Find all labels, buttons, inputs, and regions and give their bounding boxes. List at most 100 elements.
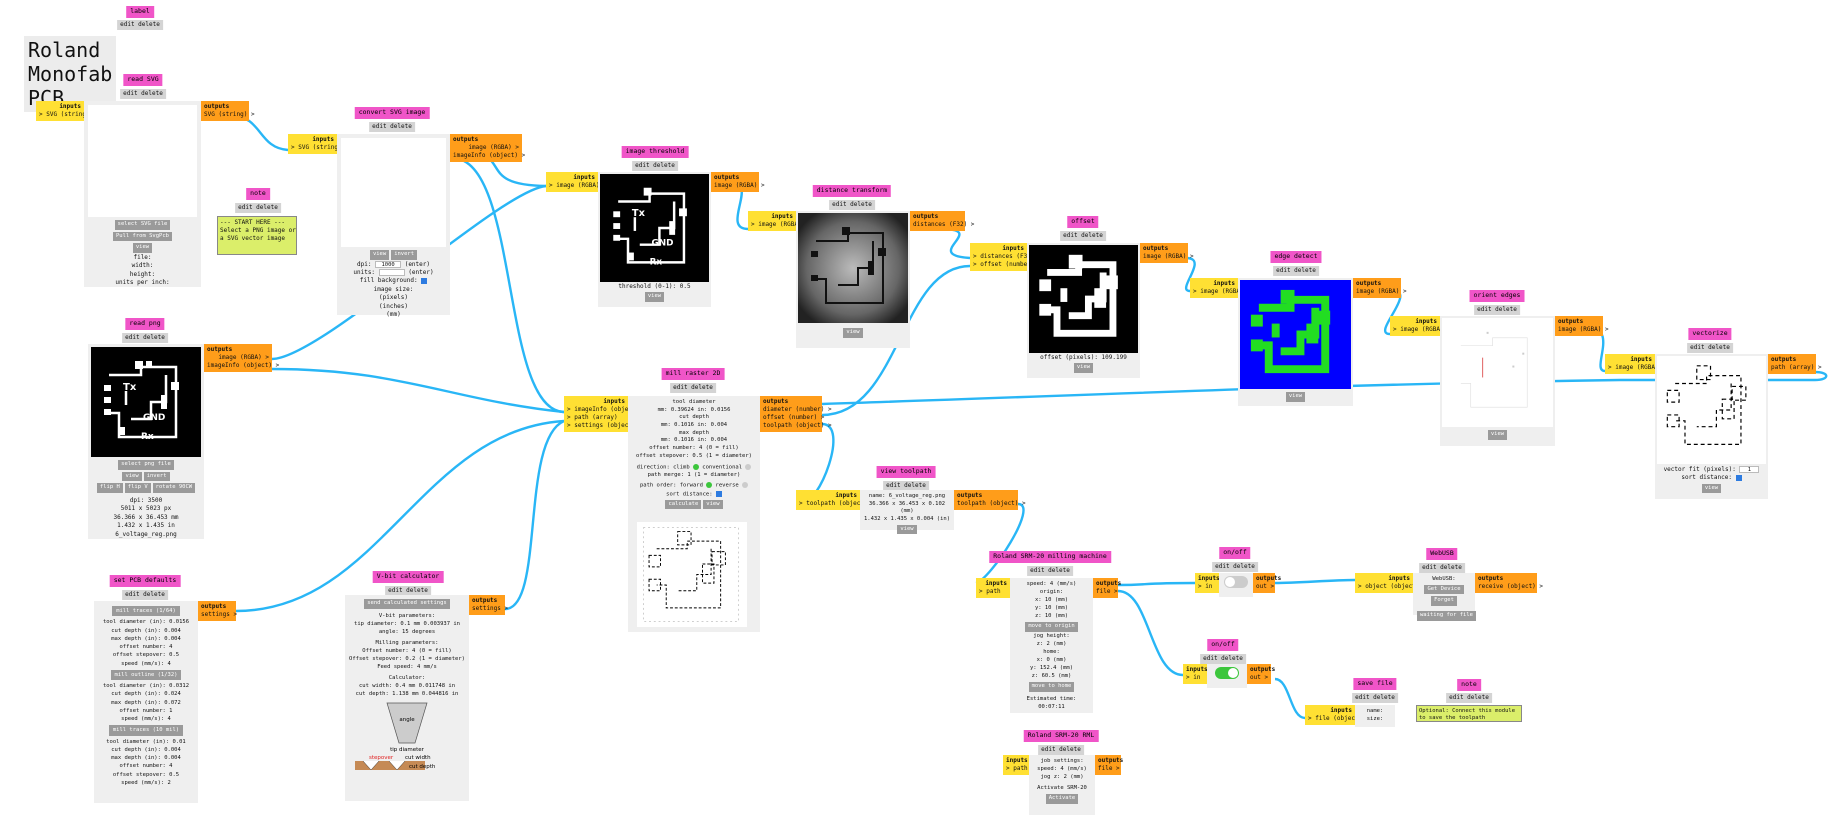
edit-delete-button[interactable]: edit delete — [1060, 231, 1106, 241]
path-input-port[interactable]: > path (array) — [567, 414, 618, 422]
origin-y-input[interactable]: 10 — [1044, 604, 1052, 611]
path-output-port[interactable]: path (array) > — [1771, 364, 1822, 372]
view-button[interactable]: view — [1073, 363, 1094, 374]
jog-z-input[interactable]: 2 — [1046, 640, 1050, 647]
path-input-port[interactable]: > path — [979, 588, 1001, 596]
home-z-input[interactable]: 60.5 — [1041, 672, 1055, 679]
field-input[interactable]: 4 — [169, 644, 173, 650]
home-y-input[interactable]: 152.4 — [1039, 664, 1057, 671]
stepover-input[interactable]: 0.5 — [692, 452, 703, 459]
edit-delete-button[interactable]: edit delete — [1273, 266, 1319, 276]
field-input[interactable]: 4 — [167, 716, 171, 722]
home-x-input[interactable]: 0 — [1046, 656, 1050, 663]
climb-radio[interactable] — [692, 463, 699, 470]
image-input-port[interactable]: > image (RGBA) — [549, 182, 600, 190]
field-input[interactable]: 0.5 — [169, 771, 180, 778]
offset-number-input[interactable]: 4 — [698, 445, 703, 452]
image-input-port[interactable]: > image (RGBA) — [751, 221, 802, 229]
field-input[interactable]: 1 — [169, 707, 173, 714]
view-button[interactable]: view — [1701, 483, 1722, 494]
view-button[interactable]: view — [132, 243, 153, 254]
field-input[interactable]: 0.004 — [164, 635, 181, 642]
file-output-port[interactable]: file > — [1098, 765, 1120, 773]
field-input[interactable]: 0.024 — [164, 691, 181, 698]
image-output-port[interactable]: image (RGBA) > — [1558, 326, 1609, 334]
sort-distance-checkbox[interactable] — [1735, 474, 1742, 481]
conventional-radio[interactable] — [745, 463, 752, 470]
tool-diameter-mm-input[interactable]: 0.39624 — [670, 406, 694, 413]
mill-traces-10mil-button[interactable]: mill traces (10 mil) — [108, 725, 184, 736]
view-button[interactable]: view — [843, 328, 863, 338]
field-input[interactable]: 2 — [167, 779, 171, 786]
edit-delete-button[interactable]: edit delete — [117, 20, 163, 30]
vector-fit-input[interactable]: 1 — [1739, 466, 1760, 473]
in-input-port[interactable]: > in — [1198, 583, 1213, 591]
view-button[interactable]: view — [703, 499, 723, 510]
svg-string-input-port[interactable]: > SVG (string) — [291, 144, 342, 152]
edit-delete-button[interactable]: edit delete — [632, 161, 678, 171]
imageinfo-input-port[interactable]: > imageInfo (object) — [567, 406, 640, 414]
path-merge-input[interactable]: 1 — [687, 471, 691, 478]
angle-input[interactable]: 15 — [402, 628, 409, 635]
toolpath-output-port[interactable]: toolpath (object) > — [957, 500, 1026, 508]
distances-output-port[interactable]: distances (F32) > — [913, 221, 975, 229]
field-input[interactable]: 0.004 — [164, 627, 181, 634]
diameter-output-port[interactable]: diameter (number) > — [763, 406, 832, 414]
offset-output-port[interactable]: offset (number) > — [763, 414, 825, 422]
edit-delete-button[interactable]: edit delete — [1419, 563, 1465, 573]
toolpath-input-port[interactable]: > toolpath (object) — [799, 500, 868, 508]
calculate-button[interactable]: calculate — [665, 499, 702, 510]
threshold-input[interactable]: 0.5 — [679, 283, 691, 290]
cut-depth-in-input[interactable]: 0.004 — [710, 422, 728, 429]
flip-v-button[interactable]: flip V — [124, 483, 151, 494]
note-text[interactable]: Optional: Connect this module to save th… — [1416, 705, 1522, 722]
edit-delete-button[interactable]: edit delete — [1212, 562, 1258, 572]
forward-radio[interactable] — [706, 482, 713, 489]
settings-input-port[interactable]: > settings (object) — [567, 422, 636, 430]
image-input-port[interactable]: > image (RGBA) — [1193, 288, 1244, 296]
forget-button[interactable]: Forget — [1431, 596, 1457, 607]
note-text[interactable]: --- START HERE --- Select a PNG image or… — [217, 216, 297, 255]
view-button[interactable]: view — [122, 471, 142, 482]
mill-outline-132-button[interactable]: mill outline (1/32) — [110, 669, 182, 680]
send-calculated-settings-button[interactable]: send calculated settings — [364, 599, 450, 609]
image-output-port[interactable]: image (RGBA) > — [468, 144, 519, 152]
edit-delete-button[interactable]: edit delete — [1474, 305, 1520, 315]
edit-delete-button[interactable]: edit delete — [369, 122, 415, 132]
jog-z-input[interactable]: 2 — [1063, 773, 1067, 780]
field-input[interactable]: 4 — [167, 660, 171, 667]
edit-delete-button[interactable]: edit delete — [1446, 693, 1492, 703]
imageinfo-output-port[interactable]: imageInfo (object) > — [207, 362, 280, 370]
edit-delete-button[interactable]: edit delete — [1027, 566, 1073, 576]
tip-diameter-input[interactable]: 0.1 — [400, 620, 411, 627]
image-output-port[interactable]: image (RGBA) > — [218, 354, 269, 362]
speed-input[interactable]: 4 — [1049, 581, 1054, 587]
get-device-button[interactable]: Get Device — [1424, 584, 1464, 595]
field-input[interactable]: 0.004 — [164, 746, 181, 753]
fill-background-checkbox[interactable] — [421, 277, 428, 284]
sort-distance-checkbox[interactable] — [715, 490, 722, 497]
invert-button[interactable]: invert — [143, 471, 170, 482]
image-output-port[interactable]: image (RGBA) > — [1356, 288, 1407, 296]
svg-string-output-port[interactable]: SVG (string) > — [204, 111, 255, 119]
mill-traces-164-button[interactable]: mill traces (1/64) — [112, 606, 180, 617]
view-button[interactable]: view — [644, 292, 665, 303]
move-to-origin-button[interactable]: move to origin — [1025, 621, 1078, 632]
view-button[interactable]: view — [1285, 392, 1306, 402]
field-input[interactable]: 0.0156 — [169, 619, 190, 626]
field-input[interactable]: 0.0312 — [169, 683, 190, 689]
offset-number-input[interactable]: 4 — [411, 647, 416, 654]
edit-delete-button[interactable]: edit delete — [122, 333, 168, 343]
file-output-port[interactable]: file > — [1096, 588, 1118, 596]
field-input[interactable]: 0.01 — [172, 738, 186, 745]
image-input-port[interactable]: > image (RGBA) — [1393, 326, 1444, 334]
imageinfo-output-port[interactable]: imageInfo (object) > — [453, 152, 526, 160]
edit-delete-button[interactable]: edit delete — [670, 383, 716, 393]
settings-output-port[interactable]: settings > — [201, 611, 238, 619]
file-input-port[interactable]: > file (object) — [1308, 715, 1363, 723]
edit-delete-button[interactable]: edit delete — [883, 481, 929, 491]
speed-input[interactable]: 4 — [1060, 765, 1064, 772]
pull-from-svgpcb-button[interactable]: Pull from SvgPcb — [113, 231, 172, 242]
edit-delete-button[interactable]: edit delete — [829, 200, 875, 210]
view-button[interactable]: view — [897, 524, 917, 535]
